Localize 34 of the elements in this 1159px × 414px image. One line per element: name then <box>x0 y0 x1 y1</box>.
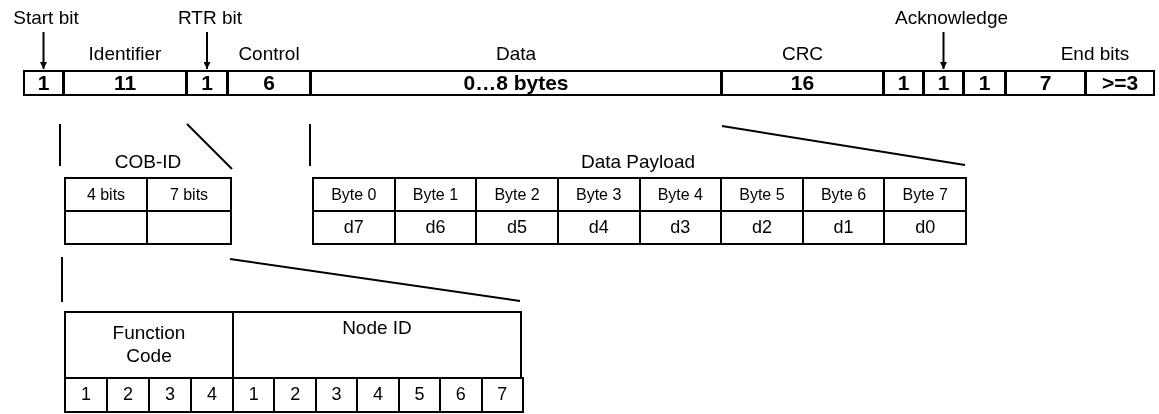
bit-field-cell: >=3 <box>1085 70 1155 96</box>
bit-field-cell: 0…8 bytes <box>310 70 722 96</box>
field-label: Acknowledge <box>895 8 1007 30</box>
field-label: Control <box>238 44 300 65</box>
arrow <box>203 31 211 70</box>
bit-field-cell: 1 <box>963 70 1006 96</box>
field-label: Data <box>495 44 537 65</box>
field-name-cell: Function Code <box>64 311 234 379</box>
bit-field-cell: 1 <box>883 70 924 96</box>
section-label: Data Payload <box>580 152 696 173</box>
bit-field-cell: 1 <box>923 70 964 96</box>
bit-number-cell: 1 <box>64 377 108 413</box>
data-byte-cell: d0 <box>883 210 967 245</box>
section-label: COB-ID <box>114 152 182 173</box>
byte-header-cell: Byte 0 <box>312 177 396 212</box>
bit-field-cell: 6 <box>227 70 311 96</box>
arrow <box>940 31 947 70</box>
bit-field-cell: 1 <box>186 70 228 96</box>
bit-field-cell: 11 <box>63 70 187 96</box>
arrow <box>40 31 47 70</box>
field-name-cell: Node ID <box>232 311 522 379</box>
bit-field-cell: 7 <box>1005 70 1086 96</box>
data-byte-cell: d7 <box>312 210 396 245</box>
bit-field-cell: 1 <box>23 70 64 96</box>
section-label: End bits <box>1060 44 1130 65</box>
field-label: Identifier <box>88 44 162 65</box>
field-label: CRC <box>781 44 824 65</box>
bit-number-cell: 7 <box>480 377 524 413</box>
field-label: RTR bit <box>170 8 250 30</box>
bit-field-cell: 16 <box>721 70 884 96</box>
bit-count-cell: 7 bits <box>146 177 232 212</box>
byte-header-cell: Byte 7 <box>883 177 967 212</box>
bit-count-cell: 4 bits <box>64 177 148 212</box>
field-label: Start bit <box>4 8 88 30</box>
